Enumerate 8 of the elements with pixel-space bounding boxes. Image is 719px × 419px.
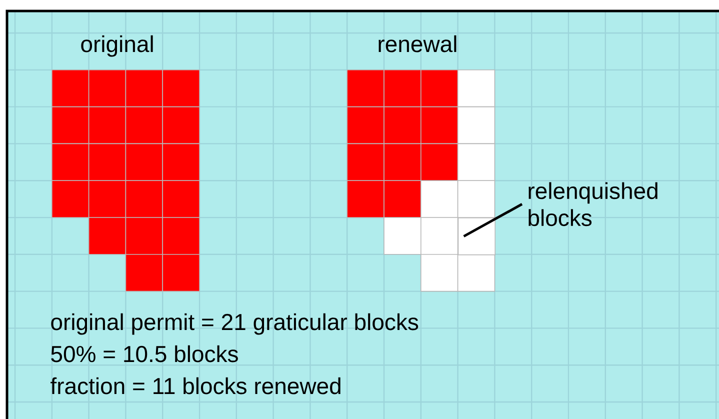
note: fraction = 11 blocks renewed: [50, 377, 340, 394]
heading: renewal: [378, 35, 456, 52]
callout-text: relenquished blocks: [528, 182, 658, 226]
note: original permit = 21 graticular blocks: [51, 313, 418, 335]
heading: original: [81, 35, 153, 57]
leader-line: [463, 203, 523, 238]
relinquished-block: [458, 217, 496, 256]
note: 50% = 10.5 blocks: [51, 345, 238, 362]
